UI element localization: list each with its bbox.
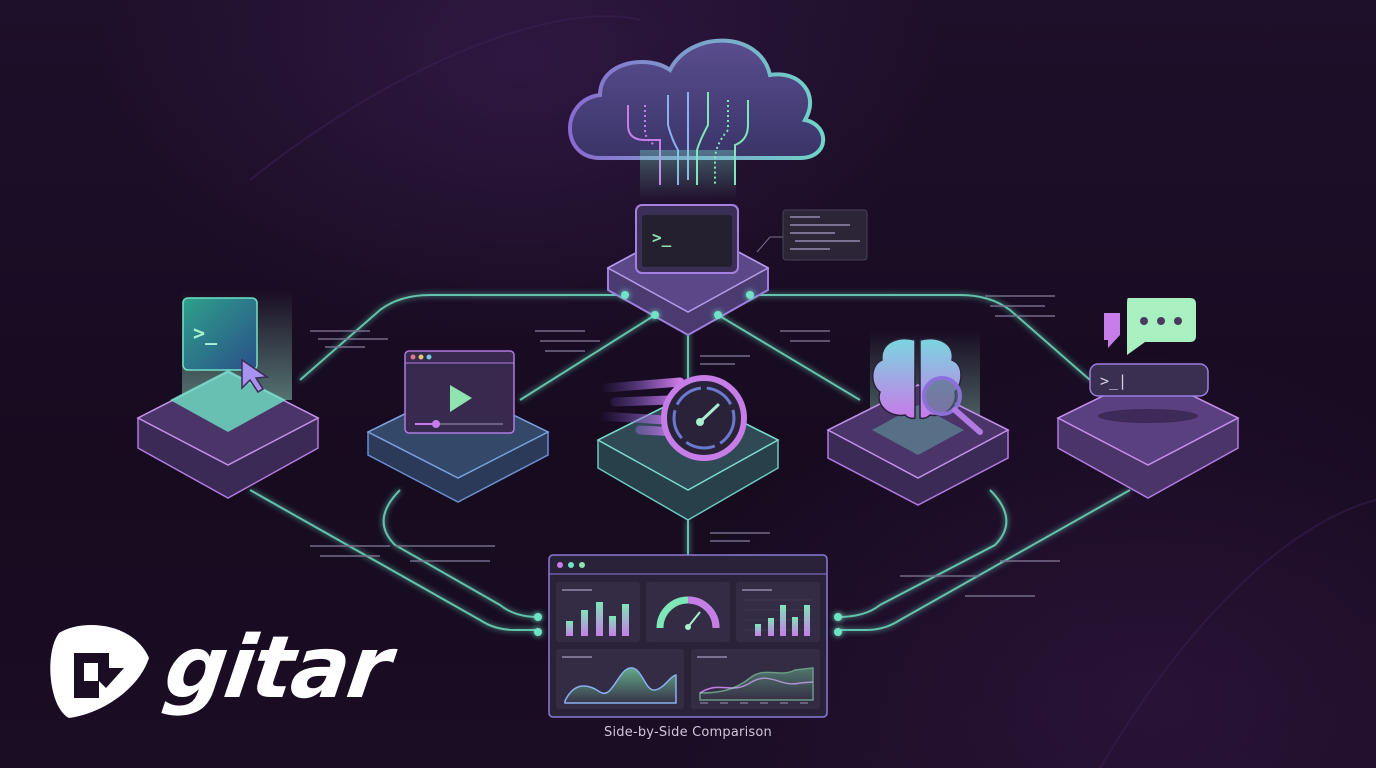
dashboard-caption: Side-by-Side Comparison — [604, 725, 772, 740]
comparison-dashboard — [548, 554, 828, 718]
guitar-pick-g-icon — [50, 624, 149, 718]
code-snippet-decor — [310, 295, 1060, 597]
cursor-icon — [241, 358, 270, 394]
chat-prompt: >_| — [1100, 372, 1127, 390]
connection-lines — [249, 294, 1131, 631]
ai-analysis-node — [826, 330, 1010, 506]
chat-node: >_| — [1056, 298, 1240, 499]
video-node — [366, 350, 550, 503]
cli-node: >_ — [136, 290, 320, 499]
performance-node — [595, 375, 780, 521]
hub-prompt: >_ — [652, 228, 672, 247]
cli-prompt: >_ — [193, 321, 218, 345]
hub-node: >_ — [606, 204, 868, 337]
brand-logo: gitar — [44, 610, 396, 725]
play-icon — [450, 385, 472, 412]
cloud-icon — [568, 38, 826, 200]
brand-wordmark: gitar — [158, 617, 396, 718]
